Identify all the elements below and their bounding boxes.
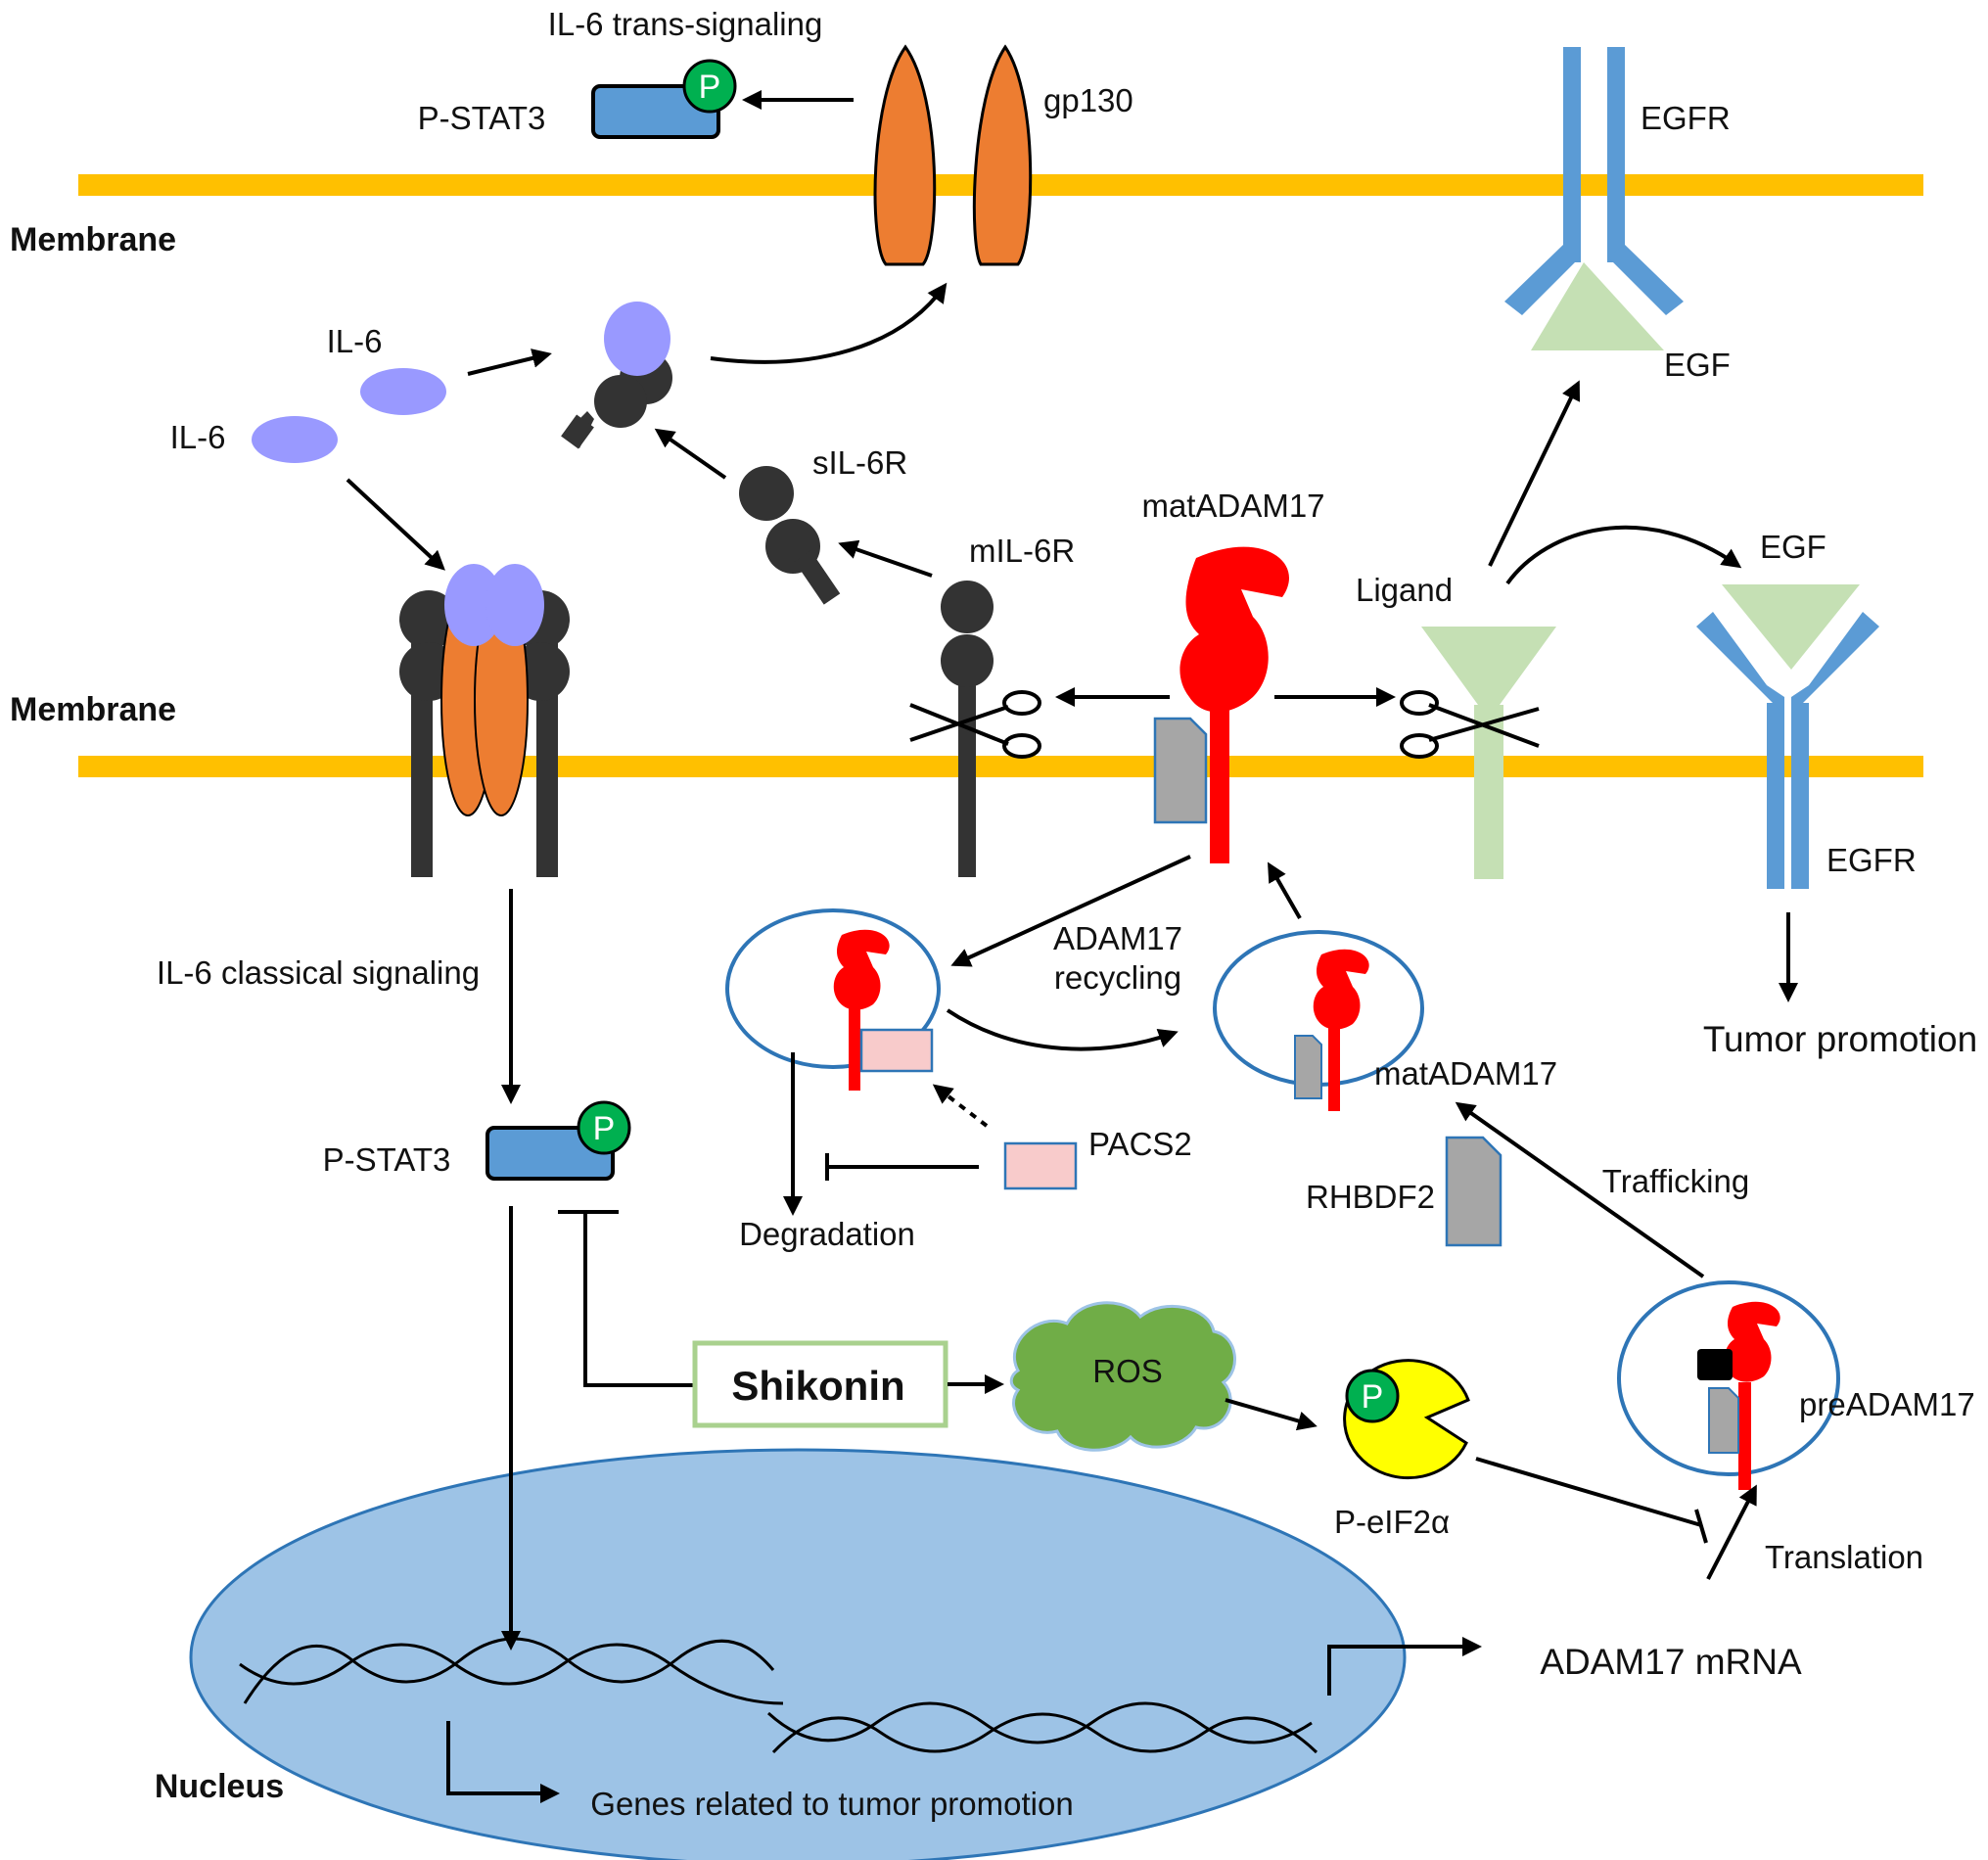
egfr-right-receptor	[1696, 612, 1879, 889]
egfr-top-receptor	[1504, 47, 1684, 315]
scissors-ligand-icon	[1400, 690, 1540, 759]
label-preadam17: preADAM17	[1799, 1386, 1975, 1422]
arrow-adam17-transcription	[1327, 1637, 1482, 1696]
label-il6-b: IL-6	[170, 419, 226, 455]
label-p-eif2a: P-eIF2α	[1334, 1504, 1450, 1540]
label-il6-classical: IL-6 classical signaling	[157, 954, 480, 991]
label-translation: Translation	[1765, 1539, 1923, 1575]
arrow-genes-tumor	[446, 1721, 560, 1803]
label-pstat3-top: P-STAT3	[418, 100, 546, 136]
inhibit-pacs2-degradation	[825, 1153, 979, 1181]
label-egfr-top: EGFR	[1641, 100, 1731, 136]
adam17-recycling-vesicle	[833, 929, 890, 1091]
pacs2-free-box	[1003, 1141, 1078, 1190]
arrow-recycling-to-mat	[946, 1008, 1179, 1051]
label-nucleus: Nucleus	[155, 1768, 284, 1805]
arrow-complex-to-gp130	[710, 282, 948, 364]
arrow-mat-to-membrane	[1268, 861, 1302, 919]
label-sil6r: sIL-6R	[812, 444, 907, 481]
label-adam17-mrna: ADAM17 mRNA	[1540, 1642, 1802, 1682]
label-genes-tumor: Genes related to tumor promotion	[590, 1786, 1073, 1822]
arrow-mil6r-to-sil6r	[838, 539, 933, 578]
adam17-pre-vesicle	[1724, 1301, 1780, 1490]
phospho-top-text: P	[699, 69, 721, 106]
dna-helix-left	[239, 1637, 784, 1705]
arrow-translation	[1706, 1484, 1757, 1580]
label-membrane-mid: Membrane	[10, 691, 176, 728]
gp130-right	[972, 44, 1033, 266]
pre-adam17-vesicle	[1617, 1280, 1840, 1476]
il6-b-ellipse	[252, 416, 338, 463]
mil6r-membrane-receptor	[941, 581, 994, 877]
label-degradation: Degradation	[739, 1216, 915, 1252]
label-trafficking: Trafficking	[1602, 1163, 1749, 1199]
arrow-trafficking	[1455, 1101, 1705, 1279]
membrane-mid-bar	[78, 756, 1923, 777]
label-il6-trans-signaling: IL-6 trans-signaling	[548, 6, 823, 42]
scissors-mil6r-icon	[909, 690, 1041, 759]
rhbdf2-pre-vesicle	[1708, 1387, 1739, 1454]
arrow-il6-to-complex	[467, 349, 552, 376]
matadam17-membrane	[1179, 546, 1289, 863]
arrow-ligand-to-egf-right	[1505, 525, 1742, 585]
label-tumor-promotion: Tumor promotion	[1703, 1019, 1977, 1059]
label-membrane-top: Membrane	[10, 221, 176, 258]
ligand-shape	[1421, 627, 1556, 879]
sil6r-soluble-receptor	[739, 466, 841, 605]
rhbdf2-mat-vesicle	[1294, 1035, 1322, 1099]
arrow-ligand-to-egf-top	[1488, 380, 1581, 567]
arrow-ros-to-eif2a	[1225, 1398, 1318, 1431]
label-matadam17-top: matADAM17	[1141, 488, 1324, 524]
label-pacs2: PACS2	[1088, 1126, 1192, 1162]
egf-top-triangle	[1531, 262, 1664, 350]
rhbdf2-free-block	[1445, 1136, 1503, 1247]
pacs2-bound-box	[859, 1028, 934, 1073]
egf-right-triangle	[1722, 584, 1860, 670]
phospho-mid-text: P	[593, 1110, 616, 1147]
classical-il6r-complex	[399, 564, 570, 877]
nucleus-ellipse	[189, 1448, 1407, 1860]
label-pstat3-mid: P-STAT3	[323, 1141, 451, 1178]
il6-a-ellipse	[360, 368, 446, 415]
label-shikonin: Shikonin	[731, 1363, 904, 1409]
rhbdf2-membrane-block	[1153, 717, 1208, 824]
label-il6-a: IL-6	[327, 323, 383, 359]
phospho-mid-circle	[577, 1100, 631, 1155]
shikonin-box	[692, 1340, 948, 1428]
adam17-mat-vesicle	[1313, 949, 1369, 1111]
label-egf-right: EGF	[1760, 529, 1826, 565]
label-egfr-right: EGFR	[1826, 842, 1917, 878]
inhibit-eif2a-translation	[1475, 1457, 1708, 1544]
recycling-vesicle	[725, 908, 941, 1069]
label-ros: ROS	[1092, 1353, 1163, 1389]
arrow-adam17-to-recycling	[950, 855, 1191, 967]
label-egf-top: EGF	[1664, 347, 1731, 383]
inhibit-shikonin-pstat3	[558, 1210, 695, 1387]
label-matadam17-vesicle: matADAM17	[1374, 1055, 1557, 1092]
phospho-eif2a-text: P	[1362, 1378, 1384, 1416]
phospho-eif2a-circle	[1345, 1369, 1400, 1423]
gp130-left	[873, 44, 937, 266]
label-gp130: gp130	[1043, 82, 1133, 118]
label-ligand: Ligand	[1356, 572, 1453, 608]
sil6r-il6-complex	[561, 302, 672, 449]
label-rhbdf2: RHBDF2	[1306, 1179, 1435, 1215]
dna-helix-right	[766, 1701, 1318, 1754]
arrow-il6-to-classical	[346, 478, 445, 571]
ros-cloud	[1009, 1301, 1236, 1452]
label-adam17-recycling-1: ADAM17	[1053, 920, 1182, 956]
arrow-sil6r-to-complex	[654, 428, 727, 480]
label-adam17-recycling-2: recycling	[1054, 959, 1181, 996]
arrow-pacs2-dotted	[932, 1084, 989, 1128]
phospho-top-circle	[682, 59, 737, 114]
label-mil6r: mIL-6R	[969, 533, 1075, 569]
prodomain-black	[1697, 1349, 1733, 1380]
